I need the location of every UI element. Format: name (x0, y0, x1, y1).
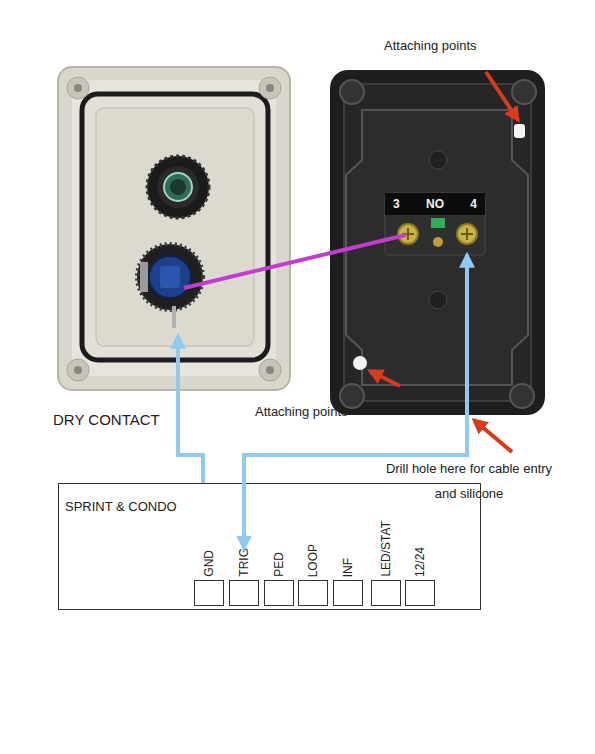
controller-board: SPRINT & CONDO GND TRIG PED LOOP INF LED/STAT 1… (58, 483, 481, 610)
pointer-arrow (474, 420, 512, 452)
callout-note: Attaching points (255, 404, 348, 420)
lid-photo (58, 67, 290, 390)
terminal-square (194, 580, 224, 606)
terminal-number: NO (426, 197, 444, 211)
terminal-block: LED/STAT (371, 521, 401, 606)
terminal-block: GND (194, 550, 224, 606)
pointer-arrow (370, 371, 400, 386)
terminal-label: INF (341, 558, 355, 580)
base-photo (330, 70, 545, 415)
jumper-wire (184, 235, 406, 288)
terminal-label: LOOP (306, 544, 320, 580)
terminal-label: GND (202, 550, 216, 580)
terminal-square (371, 580, 401, 606)
section-label: DRY CONTACT (53, 410, 160, 429)
terminal-block: INF (333, 558, 363, 606)
pointer-arrow (486, 72, 518, 120)
terminal-square (333, 580, 363, 606)
terminal-block: LOOP (298, 544, 328, 606)
terminal-label: PED (272, 552, 286, 580)
terminal-block: PED (264, 552, 294, 606)
terminal-label: TRIG (237, 548, 251, 580)
callout-note: Drill hole here for cable entry and sili… (378, 456, 560, 506)
terminal-block: TRIG (229, 548, 259, 606)
terminal-number: 3 (393, 197, 400, 211)
terminal-label: 12/24 (413, 547, 427, 580)
terminal-square (229, 580, 259, 606)
terminal-number: 4 (470, 197, 477, 211)
board-title: SPRINT & CONDO (65, 499, 177, 515)
terminal-square (298, 580, 328, 606)
contact-label-band: 3 NO 4 (385, 193, 485, 215)
terminal-label: LED/STAT (379, 521, 393, 580)
terminal-block: 12/24 (405, 547, 435, 606)
callout-note: Attaching points (384, 38, 477, 54)
contact-block: 3 NO 4 (385, 193, 485, 255)
terminal-square (405, 580, 435, 606)
terminal-square (264, 580, 294, 606)
